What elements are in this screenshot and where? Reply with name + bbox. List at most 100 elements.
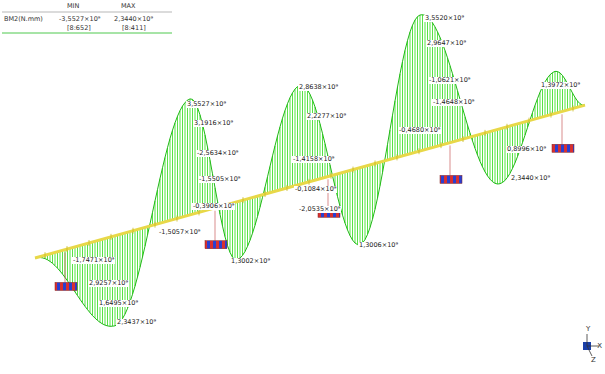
hatch-line — [492, 131, 493, 182]
hatch-line — [252, 198, 253, 234]
hatch-line — [87, 243, 88, 309]
hatch-line — [477, 135, 478, 155]
hatch-line — [445, 50, 446, 144]
hatch-line — [192, 99, 193, 214]
hatch-line — [57, 252, 58, 268]
support-pad — [440, 175, 462, 183]
hatch-line — [190, 99, 191, 215]
hatch-line — [360, 168, 361, 245]
support-post — [562, 114, 563, 144]
hatch-line — [180, 111, 181, 218]
hatch-line — [370, 165, 371, 228]
hatch-line — [562, 76, 563, 112]
hatch-line — [397, 87, 398, 157]
table-cell: 2,3440×10⁹ — [113, 16, 154, 23]
hatch-line — [177, 116, 178, 218]
hatch-line — [345, 172, 346, 223]
hatch-line — [85, 244, 86, 306]
hatch-line — [455, 82, 456, 141]
hatch-line — [270, 166, 271, 192]
hatch-line — [235, 202, 236, 259]
hatch-line — [92, 242, 93, 316]
hatch-line — [280, 127, 281, 190]
hatch-line — [320, 124, 321, 179]
hatch-line — [402, 62, 403, 156]
hatch-line — [277, 136, 278, 191]
moment-value: 1,3002×10⁹ — [230, 258, 271, 265]
hatch-line — [295, 89, 296, 186]
axis-label: Y — [585, 326, 591, 333]
hatch-line — [55, 252, 56, 265]
beam-node — [397, 154, 398, 160]
beam-node — [265, 191, 266, 197]
hatch-line — [170, 139, 171, 221]
hatch-line — [227, 204, 228, 245]
hatch-line — [412, 25, 413, 153]
hatch-line — [162, 168, 163, 223]
hatch-line — [310, 94, 311, 181]
hatch-line — [247, 199, 248, 246]
moment-value: 1,3972×10⁹ — [540, 82, 581, 89]
hatch-line — [560, 73, 561, 112]
hatch-line — [487, 132, 488, 176]
hatch-line — [142, 228, 143, 257]
hatch-line — [130, 232, 131, 302]
moment-value: 0,8996×10⁹ — [506, 146, 547, 153]
table-cell: -3,5527×10⁹ — [58, 16, 101, 23]
hatch-line — [290, 98, 291, 187]
support-post — [65, 252, 66, 282]
beam-node — [573, 105, 574, 111]
hatch-line — [160, 178, 161, 223]
hatch-line — [490, 132, 491, 180]
beam-node — [463, 136, 464, 142]
beam-node — [485, 130, 486, 136]
beam-node — [111, 234, 112, 240]
hatch-line — [367, 166, 368, 235]
hatch-line — [355, 169, 356, 243]
hatch-line — [210, 160, 211, 209]
hatch-line — [350, 170, 351, 235]
beam-node — [419, 148, 420, 154]
moment-value: 3,1916×10⁹ — [193, 120, 234, 127]
moment-value: -1,0621×10⁹ — [428, 77, 471, 84]
hatch-line — [305, 87, 306, 183]
hatch-line — [240, 201, 241, 258]
hatch-line — [347, 171, 348, 230]
hatch-line — [555, 71, 556, 113]
hatch-line — [302, 85, 303, 183]
hatch-line — [137, 230, 138, 278]
hatch-line — [357, 168, 358, 244]
hatch-line — [250, 198, 251, 240]
axis-label: Z — [590, 357, 597, 364]
hatch-line — [62, 250, 63, 274]
hatch-line — [340, 173, 341, 206]
beam-node — [353, 167, 354, 173]
hatch-line — [365, 166, 366, 239]
hatch-line — [255, 197, 256, 225]
hatch-line — [522, 122, 523, 142]
hatch-line — [245, 200, 246, 252]
hatch-line — [392, 115, 393, 158]
hatch-line — [550, 75, 551, 115]
hatch-line — [282, 118, 283, 189]
beam-node — [243, 197, 244, 203]
hatch-line — [285, 110, 286, 188]
beam-node — [199, 209, 200, 215]
hatch-line — [132, 231, 133, 295]
beam-line — [35, 105, 585, 258]
hatch-line — [80, 245, 81, 299]
moment-curve — [35, 15, 585, 327]
hatch-line — [205, 135, 206, 211]
moment-value: 1,3006×10⁹ — [358, 242, 399, 249]
hatch-line — [300, 85, 301, 184]
hatch-line — [317, 115, 318, 180]
hatch-line — [410, 32, 411, 154]
hatch-line — [372, 164, 373, 219]
hatch-line — [70, 248, 71, 284]
moment-value: 2,9647×10⁹ — [426, 40, 467, 47]
hatch-line — [185, 103, 186, 217]
hatch-line — [552, 73, 553, 115]
beam-node — [375, 160, 376, 166]
moment-value: -1,5505×10⁹ — [198, 176, 241, 183]
moment-value: -2,5634×10⁹ — [196, 150, 239, 157]
